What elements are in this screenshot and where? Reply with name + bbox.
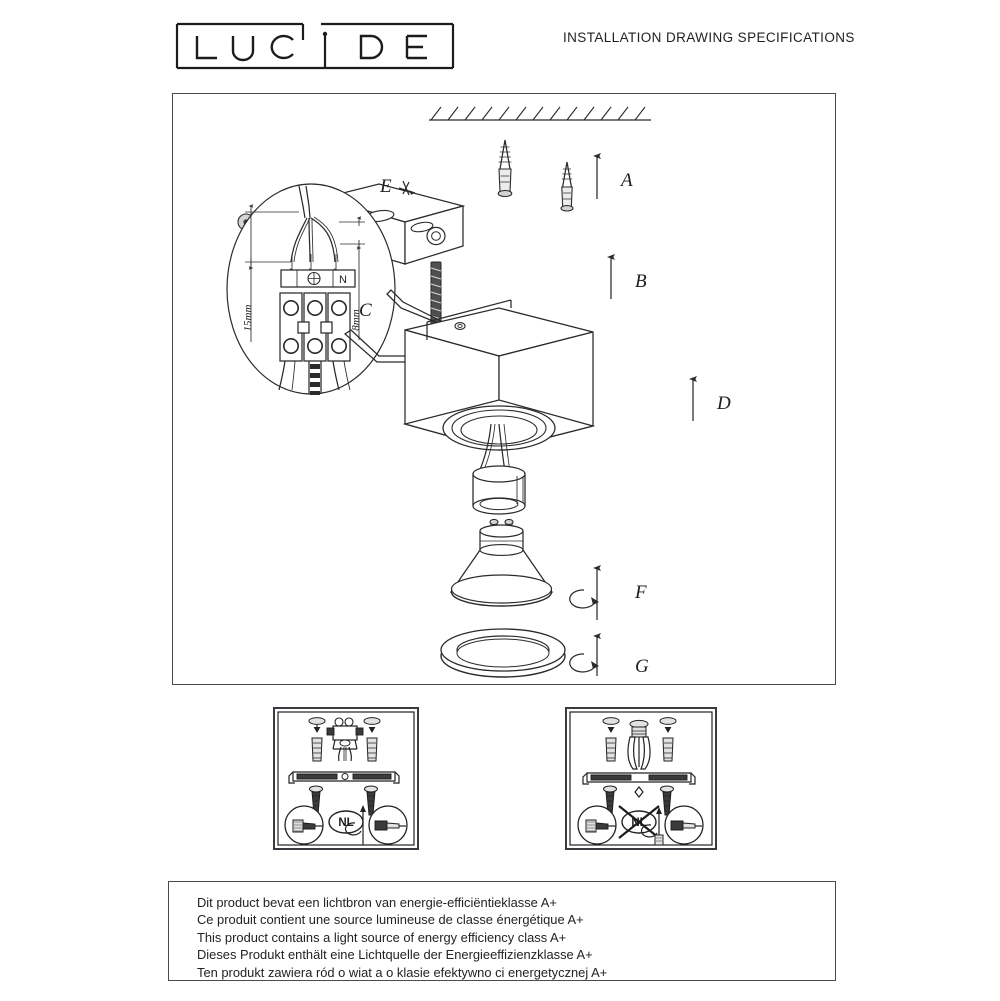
expanding-anchor-icon [627, 719, 651, 770]
step-label-C-text: C [359, 300, 372, 321]
step-label-G-text: G [635, 656, 649, 677]
nl-forbidden-graphic: .q { fill:none; stroke:#222; stroke-widt… [569, 711, 713, 846]
terminal-neutral-label: N [339, 274, 347, 286]
step-label-A-text: A [619, 170, 633, 191]
logo-graphic [175, 22, 455, 70]
nl-allowed-panel: .p { fill:none; stroke:#222; stroke-widt… [273, 707, 419, 850]
terminal-block [279, 292, 351, 362]
screw-tighten-icon [398, 180, 416, 196]
step-label-B-text: B [635, 271, 647, 292]
step-label-A: A [592, 153, 633, 199]
nl-forbidden-panel: .q { fill:none; stroke:#222; stroke-widt… [565, 707, 717, 850]
wall-plug-right [659, 717, 677, 762]
junction-box-icon [326, 717, 364, 762]
dimension-8mm-text: 8mm [350, 309, 362, 330]
screwdriver-detail-right [368, 805, 408, 845]
terminal-header: N [280, 269, 356, 288]
mounting-plate-icon [582, 772, 696, 785]
step-label-B: B [606, 254, 647, 299]
rod-twist-icon [344, 805, 366, 845]
notice-line-3: This product contains a light source of … [197, 929, 567, 945]
mounting-plate-icon [288, 771, 400, 784]
wiring-detail-callout: 15mm 8mm N [226, 183, 396, 395]
step-label-G: G [569, 633, 649, 677]
wall-plug-left [602, 717, 620, 762]
gu10-bulb-icon [449, 518, 554, 607]
step-label-E: E [379, 176, 416, 197]
notice-line-1: Dit product bevat een lichtbron van ener… [197, 895, 557, 910]
notice-line-5: Ten produkt zawiera ród o wiat a o klasi… [197, 964, 608, 980]
wall-plug-right [363, 717, 381, 762]
wall-plug-left [308, 717, 326, 762]
notice-line-4: Dieses Produkt enthält eine Lichtquelle … [197, 947, 593, 963]
screwdriver-detail-left [284, 805, 324, 845]
main-drawing-frame: .ln { fill:none; stroke:#2b2b2b; stroke-… [172, 93, 836, 685]
exploded-assembly-drawing: .ln { fill:none; stroke:#2b2b2b; stroke-… [226, 106, 731, 678]
nl-badge-forbidden: NL [618, 805, 660, 839]
lamp-body [402, 299, 596, 515]
energy-class-notice: Dit product bevat een lichtbron van ener… [168, 881, 836, 981]
wall-plug-icon-right [560, 161, 574, 212]
screwdriver-detail-left [577, 805, 617, 845]
step-label-D-text: D [716, 393, 731, 414]
nl-badge-text: NL [338, 817, 353, 829]
step-label-E-text: E [379, 176, 392, 197]
ceiling-hatch-icon [429, 106, 651, 121]
center-arrow-icon [634, 786, 644, 798]
step-label-F: F [569, 565, 647, 620]
screw-icon-left [603, 785, 617, 816]
dimension-15mm: 15mm [242, 204, 299, 342]
screw-icon-right [660, 785, 674, 816]
dimension-8mm: 8mm [339, 216, 365, 340]
page-title: INSTALLATION DRAWING SPECIFICATIONS [563, 30, 855, 45]
step-label-F-text: F [634, 582, 647, 603]
wall-plug-icon-left [497, 139, 513, 198]
nl-allowed-graphic: .p { fill:none; stroke:#222; stroke-widt… [277, 711, 415, 846]
lucide-logo [175, 22, 455, 70]
rod-twist-icon [640, 807, 664, 846]
screwdriver-detail-right [664, 805, 704, 845]
screw-icon-right [364, 785, 378, 816]
step-label-D: D [688, 376, 731, 421]
cross-out-icon [618, 805, 660, 839]
nl-badge: NL [328, 810, 364, 834]
twist-insert-icon-g [569, 633, 601, 676]
retaining-ring-icon [440, 628, 566, 678]
twist-insert-icon-f [569, 565, 601, 620]
dimension-15mm-text: 15mm [242, 305, 254, 332]
notice-line-2: Ce produit contient une source lumineuse… [197, 912, 584, 928]
